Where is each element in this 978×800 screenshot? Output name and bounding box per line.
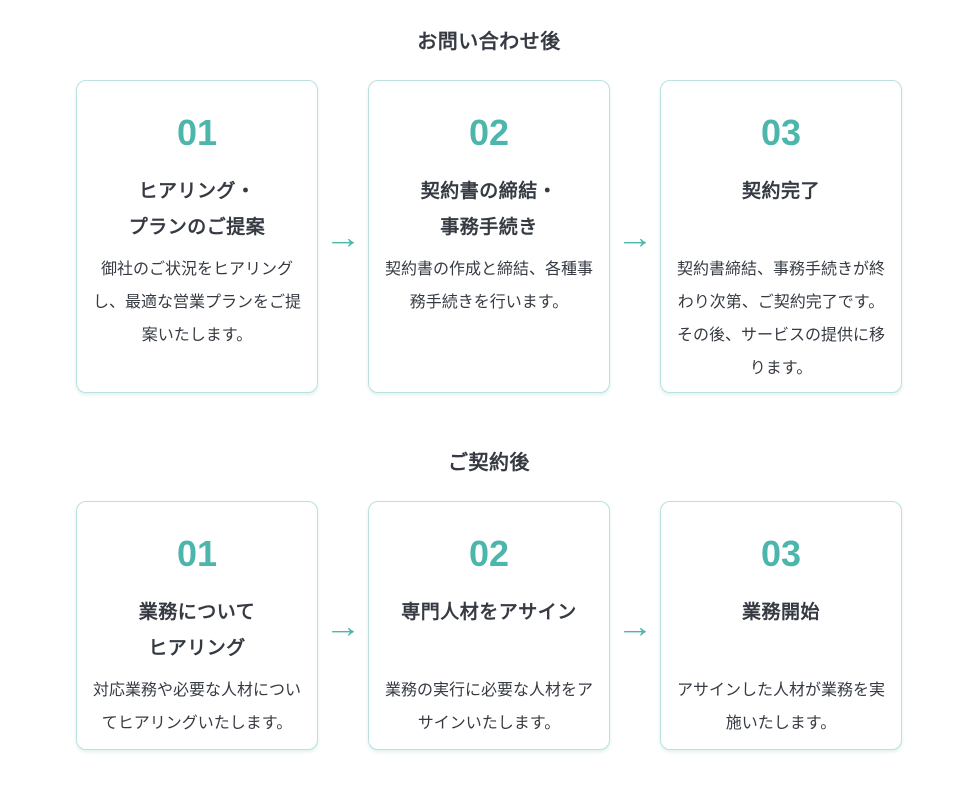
step-title: 契約書の締結・ 事務手続き (420, 181, 558, 238)
step-number: 02 (468, 533, 510, 574)
step-title: 業務について ヒアリング (138, 602, 256, 659)
step-card: 01 ヒアリング・ プランのご提案 御社のご状況をヒアリングし、最適な営業プラン… (76, 80, 318, 393)
step-card: 03 契約完了 契約書締結、事務手続きが終わり次第、ご契約完了です。その後、サー… (660, 80, 902, 393)
step-card: 01 業務について ヒアリング 対応業務や必要な人材についてヒアリングいたします… (76, 501, 318, 750)
step-card: 02 契約書の締結・ 事務手続き 契約書の作成と締結、各種事務手続きを行います。 (368, 80, 610, 393)
step-description: 業務の実行に必要な人材をアサインいたします。 (384, 682, 593, 732)
step-card: 02 専門人材をアサイン 業務の実行に必要な人材をアサインいたします。 (368, 501, 610, 750)
step-card-row: 01 ヒアリング・ プランのご提案 御社のご状況をヒアリングし、最適な営業プラン… (76, 80, 902, 393)
arrow-right-icon: → (616, 607, 654, 644)
step-card: 03 業務開始 アサインした人材が業務を実施いたします。 (660, 501, 902, 750)
step-title: 契約完了 (741, 181, 820, 202)
arrow-cell: → (610, 80, 660, 393)
step-number: 03 (760, 112, 802, 153)
arrow-cell: → (318, 501, 368, 750)
step-description: 契約書の作成と締結、各種事務手続きを行います。 (384, 261, 593, 311)
section-after-contract: ご契約後 01 業務について ヒアリング 対応業務や必要な人材についてヒアリング… (0, 449, 978, 750)
step-number: 02 (468, 112, 510, 153)
section-after-inquiry: お問い合わせ後 01 ヒアリング・ プランのご提案 御社のご状況をヒアリングし、… (0, 28, 978, 393)
arrow-cell: → (318, 80, 368, 393)
arrow-right-icon: → (324, 218, 362, 255)
step-number: 03 (760, 533, 802, 574)
step-title: 専門人材をアサイン (401, 602, 577, 623)
step-number: 01 (176, 112, 218, 153)
section-title: ご契約後 (448, 452, 530, 474)
step-title: 業務開始 (741, 602, 820, 623)
section-title: お問い合わせ後 (417, 31, 561, 53)
step-title: ヒアリング・ プランのご提案 (128, 181, 266, 238)
arrow-cell: → (610, 501, 660, 750)
arrow-right-icon: → (324, 607, 362, 644)
step-description: 御社のご状況をヒアリングし、最適な営業プランをご提案いたします。 (92, 261, 301, 344)
step-card-row: 01 業務について ヒアリング 対応業務や必要な人材についてヒアリングいたします… (76, 501, 902, 750)
step-description: 対応業務や必要な人材についてヒアリングいたします。 (92, 682, 301, 732)
arrow-right-icon: → (616, 218, 654, 255)
step-number: 01 (176, 533, 218, 574)
step-description: アサインした人材が業務を実施いたします。 (676, 682, 885, 732)
step-description: 契約書締結、事務手続きが終わり次第、ご契約完了です。その後、サービスの提供に移り… (676, 261, 885, 377)
